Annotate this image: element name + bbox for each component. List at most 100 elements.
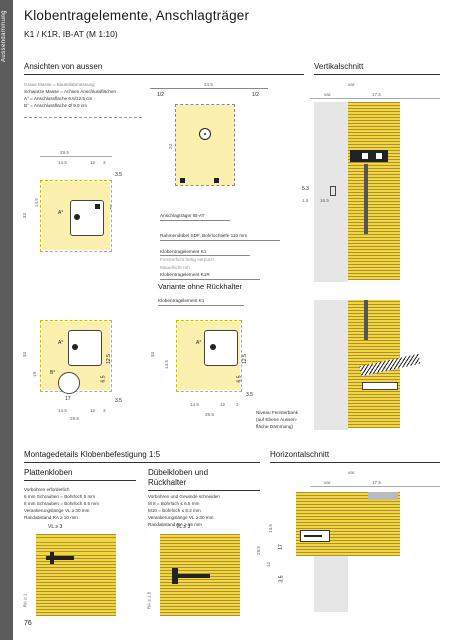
dim-1-5: 1.5 <box>302 198 309 203</box>
anschlagtraeger-outline <box>175 104 235 186</box>
dim-var-d: var. <box>324 480 332 485</box>
dim-33-a: 33 <box>22 212 28 219</box>
section-duebelkloben-2: Rückhalter <box>148 478 187 487</box>
callout-mauerlicht: Mauerlicht roh <box>160 265 190 270</box>
callout-niveau-2: (auf Ebene Aussen- <box>256 417 298 422</box>
label-a-1: A° <box>58 210 64 216</box>
k1r-outline <box>40 320 112 392</box>
dim-vl-2: VL ≥ 3 <box>176 524 191 530</box>
callout-k1: Klobentragelement K1 <box>160 249 207 254</box>
vs-lintel-gap-2 <box>376 153 382 159</box>
dim-12-d: 12 <box>266 561 272 568</box>
k1-outline <box>40 180 112 252</box>
platten-note-1: Vorbohren erforderlich <box>24 487 70 492</box>
dim-12-5-a: 12.5 <box>105 354 112 364</box>
dim-3-5-a: 3.5 <box>115 172 122 178</box>
callout-k1-variant: Klobentragelement K1 <box>158 298 205 303</box>
dim-5-3: 5.3 <box>302 186 309 192</box>
dim-20: 20 <box>168 143 174 150</box>
dim-14-5-e: 14.5 <box>267 524 273 533</box>
duebel-note-4: Verankerungslänge VL ≥ 30 mm <box>148 515 214 520</box>
callout-rahmenduebel: Rahmendübel SDF, Bohrlochtiefe 110 mm <box>160 233 248 238</box>
legend-line-3: A° = Anschlussfläche 6.5/12.5 cm <box>24 96 93 101</box>
label-b-1: B° <box>50 370 56 376</box>
dim-12-c: 12 <box>220 402 226 407</box>
vs-bracket-upper <box>330 186 336 196</box>
dim-24-5: 24.5 <box>204 82 213 87</box>
dim-var-c: var. <box>348 470 356 475</box>
callout-line-2 <box>160 240 280 241</box>
platten-screw <box>46 556 74 560</box>
dim-half-right: 1/2 <box>252 92 259 98</box>
platten-note-5: Randabstand RA ≥ 10 mm <box>24 515 78 520</box>
duebel-note-3: M10 = Bohrloch ≤ 8.2 mm <box>148 508 201 513</box>
corner-screw-right <box>214 178 219 183</box>
hs-insulation <box>296 492 400 556</box>
section-montagedetails: Montagedetails Klobenbefestigung 1:5 <box>24 450 161 459</box>
dim-vl-1: VL ≥ 3 <box>48 524 63 530</box>
k1r-round-plate <box>58 372 80 394</box>
dim-12-a: 12 <box>90 160 96 165</box>
dim-var-b: var. <box>324 92 332 97</box>
label-a-3: A° <box>196 340 202 346</box>
dim-29-5-b: 29.5 <box>70 416 79 421</box>
dim-14-5-a: 14.5 <box>58 160 67 165</box>
platten-note-3: 8 mm Schrauben = Bohrloch 6.5 mm <box>24 501 99 506</box>
page-number: 76 <box>24 620 32 627</box>
vs-insulation-upper <box>348 102 400 280</box>
dim-half-left: 1/2 <box>157 92 164 98</box>
callout-niveau-3: fläche Dämmung) <box>256 424 293 429</box>
divider-top-left <box>24 74 304 75</box>
callout-k1r: Klobentragelement K1R <box>160 272 210 277</box>
hs-bracket-bolt <box>304 535 322 537</box>
divider-mid-left <box>24 462 260 463</box>
sidebar-tab: Aussendämmung <box>0 0 13 640</box>
dim-3-5-c: 3.5 <box>246 392 253 398</box>
dim-17-5-a: 17.5 <box>372 92 381 97</box>
duebel-bolt <box>174 574 210 578</box>
dim-29-5-c: 29.5 <box>205 412 214 417</box>
dim-29-5-a: 29.5 <box>60 150 69 155</box>
dim-29-5-d: 29.5 <box>255 546 261 555</box>
dim-16-5: 16.5 <box>320 198 329 203</box>
callout-line-1 <box>160 220 230 221</box>
divider-top-right <box>314 74 440 75</box>
legend-line-1: Graue Masse = Bauteilabmessung <box>24 82 95 87</box>
divider-mid-right <box>270 462 440 463</box>
dim-33-b: 33 <box>22 351 28 358</box>
callout-line-4 <box>160 279 260 280</box>
corner-screw-left <box>180 178 185 183</box>
dim-3-c: 3 <box>236 402 239 407</box>
sidebar-label: Aussendämmung <box>1 10 7 62</box>
vs-sill-box <box>362 382 398 390</box>
page-title: Klobentragelemente, Anschlagträger <box>24 8 250 23</box>
platten-note-4: Verankerungslänge VL ≥ 30 mm <box>24 508 90 513</box>
dim-12-5-b: 12.5 <box>241 354 248 364</box>
dim-3-5-d: 3.5 <box>278 575 285 583</box>
dim-14-5-b: 14.5 <box>58 408 67 413</box>
platten-screw-head <box>50 552 54 564</box>
legend-line-2: Schwarze Masse = Achsen Anschlussflächen <box>24 89 117 94</box>
dim-6-5-b: 6.5 <box>236 375 243 383</box>
duebel-note-2: M 8 = Bohrloch ≤ 6.5 mm <box>148 501 200 506</box>
vs-lintel-gap-1 <box>362 153 368 159</box>
vs-lintel-profile <box>350 150 388 162</box>
dim-3-a: 3 <box>103 160 106 165</box>
label-a-2: A° <box>58 340 64 346</box>
callout-fensterlicht: Fensterlicht fertig verputzt <box>160 257 214 262</box>
callout-line-variant <box>158 305 244 306</box>
anschlagtraeger-body <box>176 105 234 185</box>
dim-line-24-5 <box>150 88 268 89</box>
k1-variant-outline <box>176 320 242 392</box>
callout-niveau-1: Niveau Fensterbank <box>256 410 298 415</box>
section-ansichten-top: Ansichten von aussen <box>24 62 103 71</box>
dim-17-5-b: 17.5 <box>372 480 381 485</box>
section-vertikalschnitt: Vertikalschnitt <box>314 62 364 71</box>
hs-frame <box>368 492 398 500</box>
dim-line-var <box>310 98 440 99</box>
dim-var-a: var. <box>348 82 356 87</box>
duebel-note-1: Vorbohren und Gewinde schneiden <box>148 494 220 499</box>
section-duebelkloben-1: Dübelkloben und <box>148 468 209 477</box>
callout-line-3 <box>160 255 250 256</box>
k1-screw <box>95 204 100 209</box>
